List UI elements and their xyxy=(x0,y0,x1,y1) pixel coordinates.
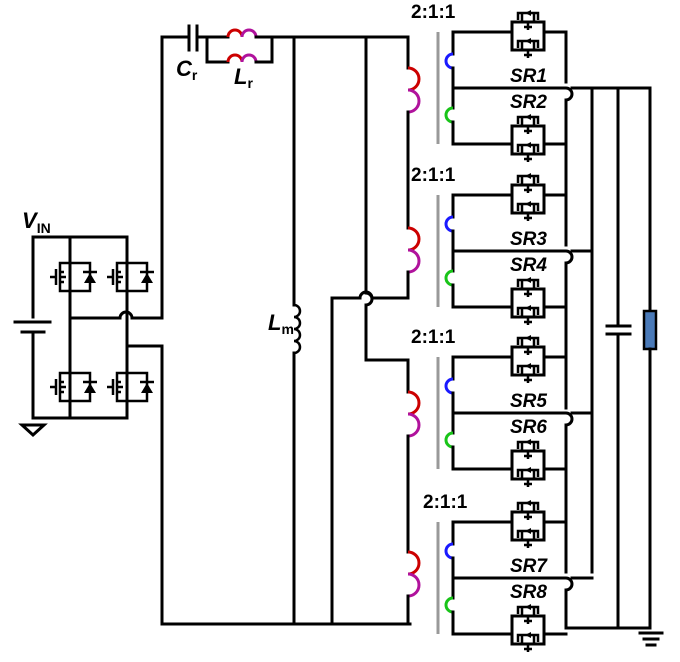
secondary-winding-top xyxy=(444,52,454,70)
turns-ratio-label: 2:1:1 xyxy=(411,327,456,348)
secondary-winding-top xyxy=(444,542,454,560)
sr-switch-sr7 xyxy=(512,500,544,548)
sr-label: SR7 xyxy=(510,556,548,577)
vin-label: VIN xyxy=(22,208,51,236)
lm-label: Lm xyxy=(268,310,294,337)
secondary-winding-bottom xyxy=(444,269,454,287)
cr-label: Cr xyxy=(176,56,198,83)
bridge-switch-q1 xyxy=(48,253,99,301)
output-capacitor xyxy=(605,86,632,630)
magnetizing-inductor-lm xyxy=(292,35,302,626)
primary-chain xyxy=(330,35,421,626)
full-bridge xyxy=(48,235,164,420)
resonant-tank xyxy=(160,24,412,626)
secondary-winding-top xyxy=(444,377,454,395)
ground-icon xyxy=(18,423,48,438)
sr-switch-sr6 xyxy=(512,439,544,487)
output-stage xyxy=(564,86,664,647)
sr-label: SR5 xyxy=(510,391,547,412)
sr-label: SR1 xyxy=(510,66,547,87)
secondary-winding-bottom xyxy=(444,106,454,124)
turns-ratio-label: 2:1:1 xyxy=(411,165,456,186)
resonant-capacitor-cr xyxy=(187,24,209,52)
sr-label: SR3 xyxy=(510,229,547,250)
resonant-inductor-lr xyxy=(205,28,410,64)
sr-switch-sr5 xyxy=(512,335,544,383)
sr-switch-sr4 xyxy=(512,277,544,325)
bridge-switch-q3 xyxy=(48,363,99,411)
turns-ratio-label: 2:1:1 xyxy=(423,492,468,513)
secondary-winding-bottom xyxy=(444,431,454,449)
output-ground-icon xyxy=(638,631,664,647)
sr-label: SR4 xyxy=(510,255,547,276)
sr-label: SR2 xyxy=(510,92,547,113)
secondary-winding-bottom xyxy=(444,596,454,614)
sr-switch-sr3 xyxy=(512,173,544,221)
sr-switch-sr2 xyxy=(512,114,544,162)
input-voltage-source xyxy=(13,235,129,438)
load-resistor xyxy=(642,86,658,630)
bridge-switch-q4 xyxy=(105,363,156,411)
secondary-winding-top xyxy=(444,215,454,233)
bridge-switch-q2 xyxy=(105,253,156,301)
sr-label: SR6 xyxy=(510,417,547,438)
sr-switch-sr1 xyxy=(512,10,544,58)
sr-label: SR8 xyxy=(510,582,547,603)
lr-label: Lr xyxy=(234,64,253,91)
turns-ratio-label: 2:1:1 xyxy=(411,2,456,23)
sr-switch-sr8 xyxy=(512,604,544,652)
